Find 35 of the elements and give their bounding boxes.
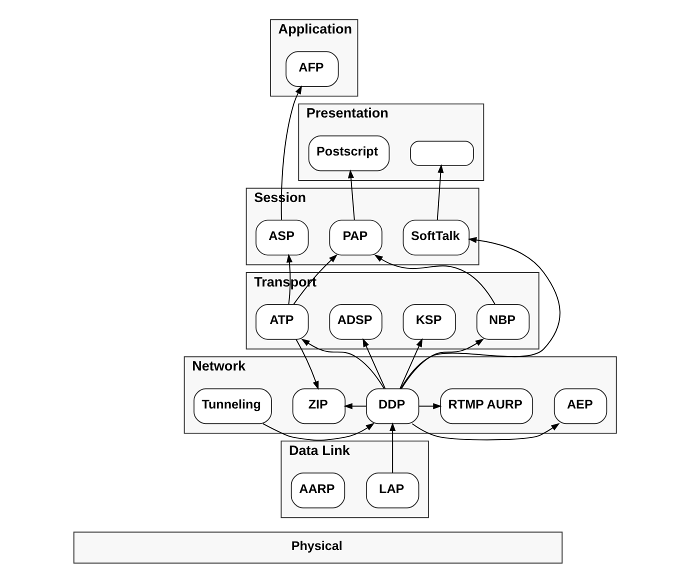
node-box: ATP xyxy=(255,304,308,340)
arrow xyxy=(400,338,484,389)
node-box: NBP xyxy=(476,304,530,340)
arrow xyxy=(374,254,495,305)
node-box: Tunneling xyxy=(193,388,272,424)
node-box: KSP xyxy=(402,304,456,340)
arrow xyxy=(400,237,560,390)
arrow xyxy=(362,338,386,390)
arrow xyxy=(418,403,442,410)
node-box: AEP xyxy=(553,388,607,424)
arrow xyxy=(347,169,354,220)
node-box: ZIP xyxy=(292,388,346,424)
node-box: DDP xyxy=(365,388,419,424)
node-box: AFP xyxy=(285,51,338,87)
arrow xyxy=(286,254,292,305)
arrow xyxy=(280,85,302,220)
node-box: Physical xyxy=(72,532,562,564)
arrow xyxy=(343,403,366,410)
node-box: SoftTalk xyxy=(402,220,470,256)
arrow xyxy=(411,423,560,440)
arrow xyxy=(389,422,396,474)
node-box: LAP xyxy=(365,472,419,508)
node-box: ASP xyxy=(255,220,308,256)
node-box: Postscript xyxy=(308,135,390,172)
arrow xyxy=(295,339,318,390)
arrow xyxy=(262,422,374,441)
node-box: RTMP AURP xyxy=(440,388,533,424)
arrow xyxy=(292,254,338,305)
node-box: ADSP xyxy=(328,304,382,340)
node-box: PAP xyxy=(328,220,382,256)
node-box: AARP xyxy=(290,472,345,508)
arrow xyxy=(436,164,444,220)
arrow xyxy=(300,338,384,389)
arrow xyxy=(399,338,422,390)
node-box xyxy=(410,140,474,166)
